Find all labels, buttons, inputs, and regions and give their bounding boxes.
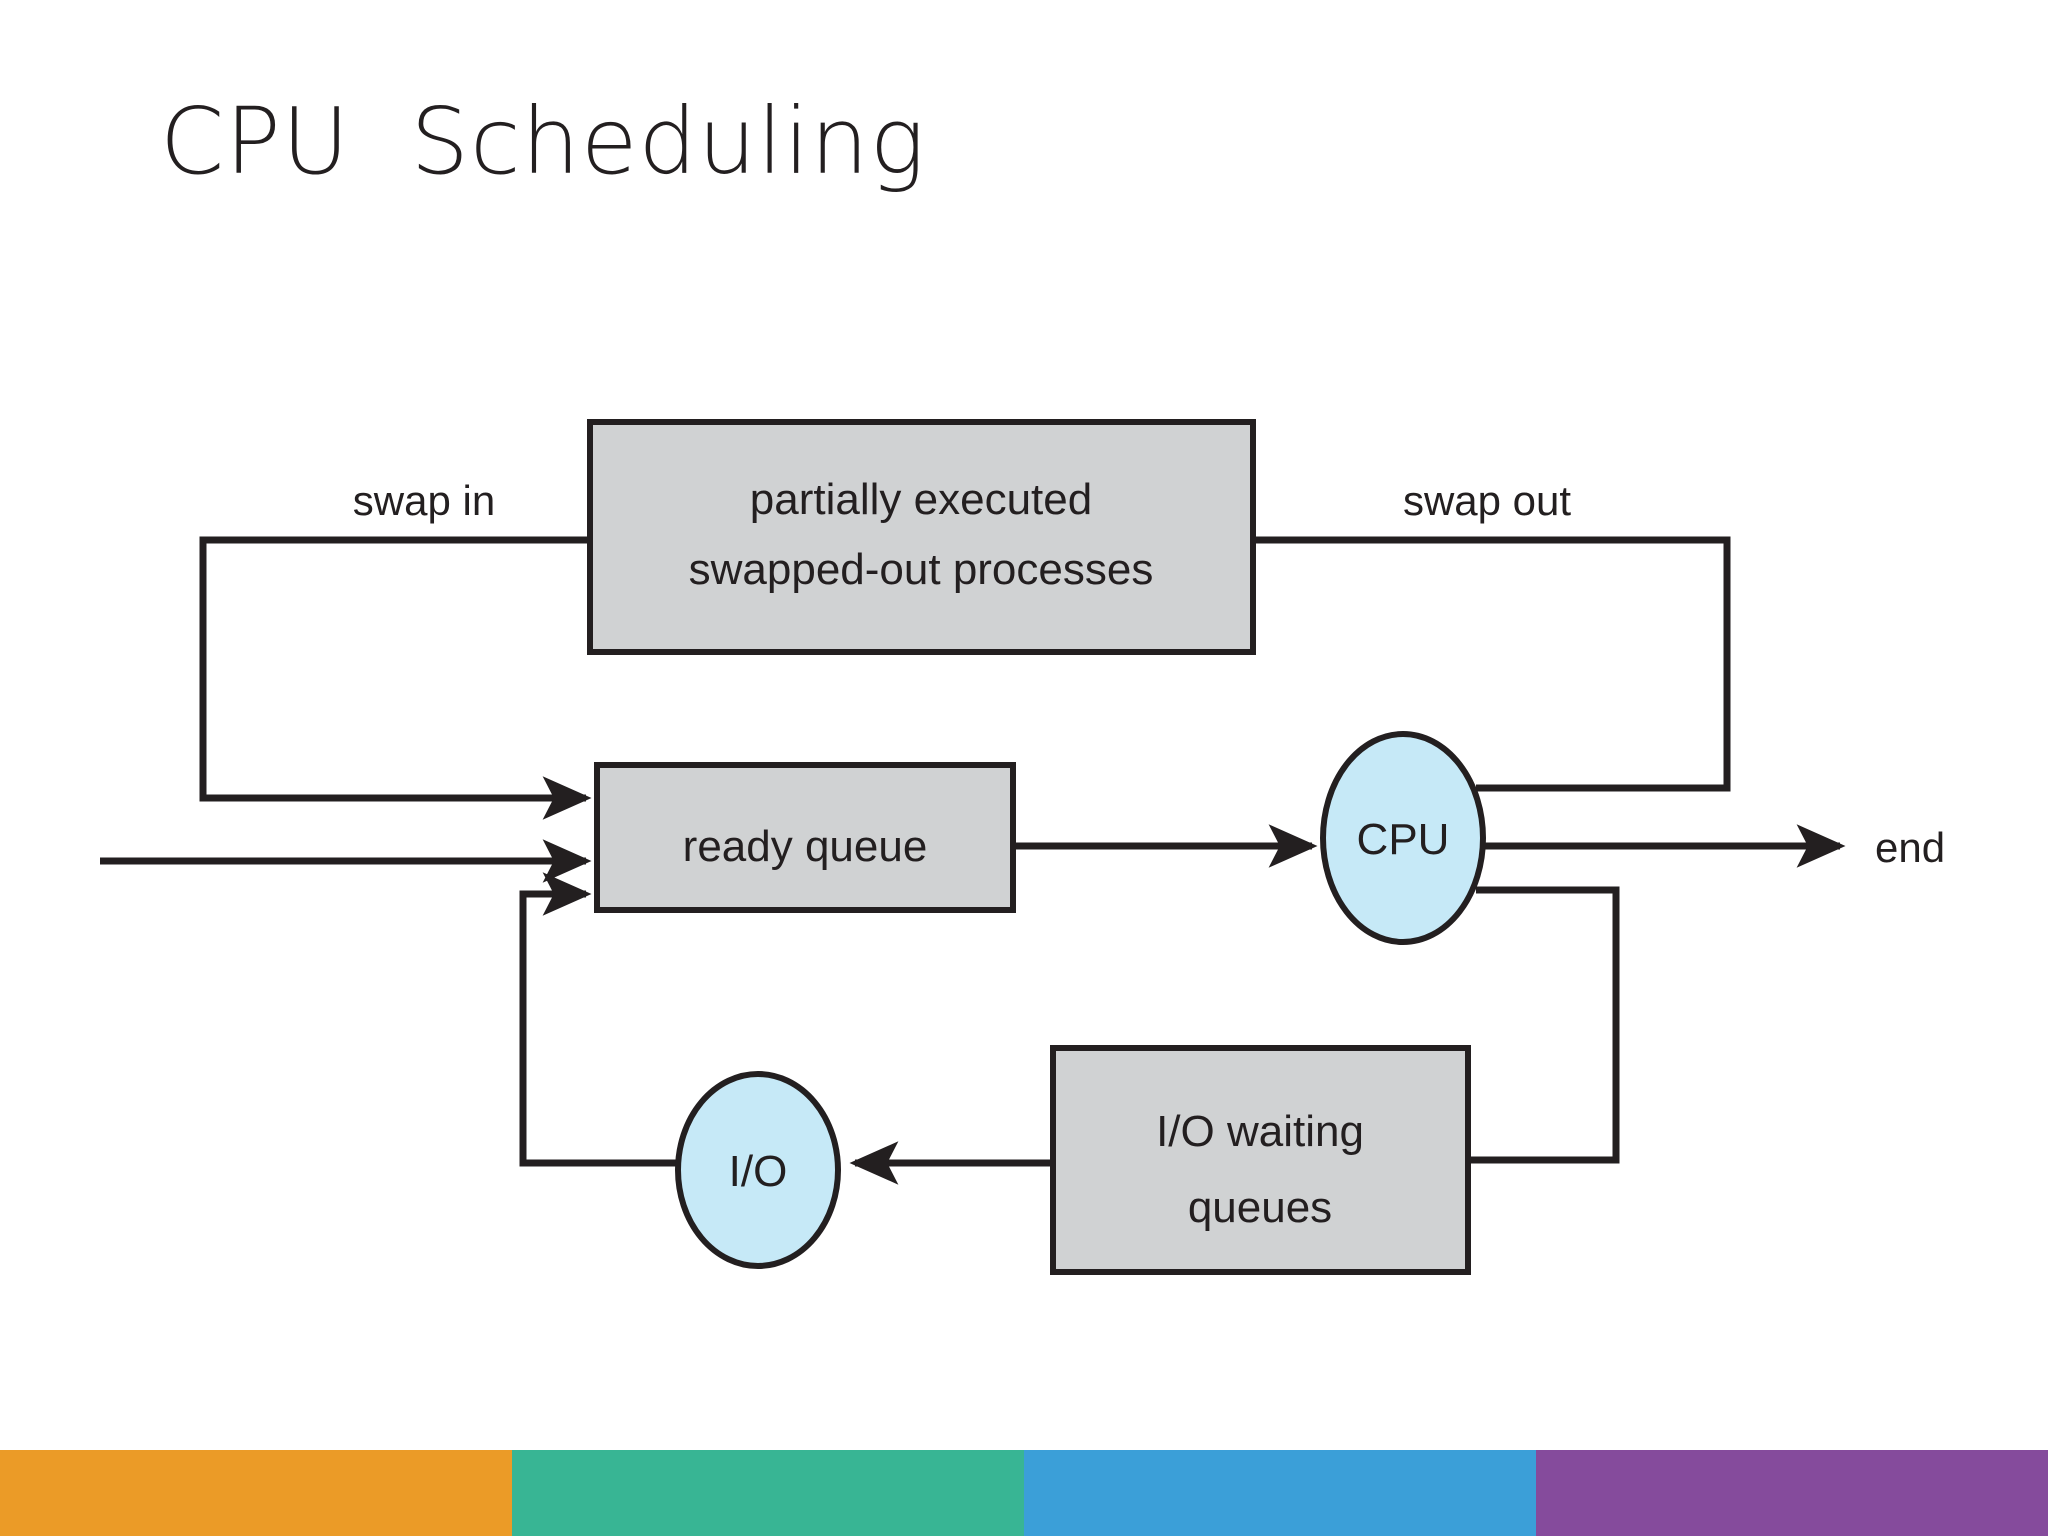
edge-cpu-to-io-wait (1468, 886, 1620, 1164)
swapped-out-box-line2: swapped-out processes (689, 545, 1154, 594)
footer-segment-purple (1536, 1450, 2048, 1536)
label-swap-in: swap in (353, 477, 495, 524)
node-swapped-out-processes: partially executed swapped-out processes (587, 419, 1256, 655)
node-io: I/O (675, 1071, 841, 1269)
node-ready-queue: ready queue (594, 762, 1016, 913)
swapped-out-box-line1: partially executed (750, 475, 1092, 524)
io-waiting-box-rect (1050, 1045, 1471, 1275)
cpu-ellipse-shape (1320, 731, 1486, 945)
node-io-waiting-queues: I/O waiting queues (1050, 1045, 1471, 1275)
node-cpu: CPU (1320, 731, 1486, 945)
footer-color-bar (0, 1450, 2048, 1536)
label-end: end (1875, 824, 1945, 871)
ready-queue-label: ready queue (683, 822, 928, 871)
io-waiting-box-line2: queues (1188, 1183, 1332, 1232)
process-scheduling-diagram: partially executed swapped-out processes… (100, 419, 1945, 1275)
io-waiting-box-line1: I/O waiting (1156, 1107, 1364, 1156)
edge-swap-out (1253, 536, 1731, 792)
footer-segment-blue (1024, 1450, 1536, 1536)
edge-io-complete-to-ready (519, 872, 678, 1167)
io-label: I/O (729, 1147, 788, 1196)
ready-queue-box-rect (594, 762, 1016, 913)
page-title: CPU Scheduling (160, 88, 926, 195)
footer-segment-orange (0, 1450, 512, 1536)
swapped-out-box-rect (587, 419, 1256, 655)
label-swap-out: swap out (1403, 477, 1571, 524)
footer-segment-green (512, 1450, 1024, 1536)
edge-swap-in (199, 536, 592, 820)
io-ellipse-shape (675, 1071, 841, 1269)
cpu-label: CPU (1357, 815, 1450, 864)
